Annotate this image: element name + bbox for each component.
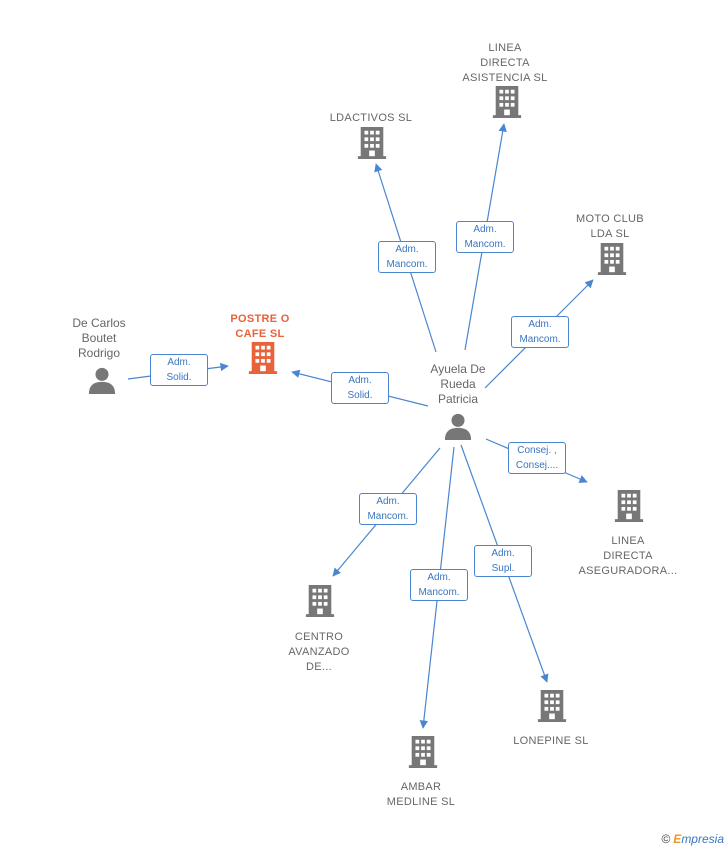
building-icon-linea-aseguradora[interactable] — [614, 490, 644, 522]
building-icon-motoclub[interactable] — [597, 243, 627, 275]
node-label-linea-asistencia[interactable]: LINEA DIRECTA ASISTENCIA SL — [462, 42, 548, 84]
building-icon-centro[interactable] — [305, 585, 335, 617]
building-icon-ldactivos[interactable] — [357, 127, 387, 159]
footer-brand: ©Empresia — [661, 832, 724, 846]
brand-name: mpresia — [681, 832, 724, 846]
person-icon-person-ayuela[interactable] — [444, 413, 472, 440]
node-label-person-ayuela[interactable]: Ayuela De Rueda Patricia — [430, 362, 486, 406]
edge-label-lonepine[interactable]: Adm. Supl. — [474, 545, 532, 577]
person-icon-person-decarlos[interactable] — [88, 367, 116, 394]
edge-label-linea-asistencia[interactable]: Adm. Mancom. — [456, 221, 514, 253]
building-icon-linea-asistencia[interactable] — [492, 86, 522, 118]
node-label-centro[interactable]: CENTRO AVANZADO DE... — [288, 631, 350, 673]
edge-label-postre[interactable]: Adm. Solid. — [331, 372, 389, 404]
edge-label-postre[interactable]: Adm. Solid. — [150, 354, 208, 386]
node-label-postre[interactable]: POSTRE O CAFE SL — [230, 313, 290, 340]
edge-label-motoclub[interactable]: Adm. Mancom. — [511, 316, 569, 348]
edge-label-ldactivos[interactable]: Adm. Mancom. — [378, 241, 436, 273]
node-label-person-decarlos[interactable]: De Carlos Boutet Rodrigo — [72, 316, 126, 360]
node-label-linea-aseguradora[interactable]: LINEA DIRECTA ASEGURADORA... — [578, 535, 678, 577]
node-label-ldactivos[interactable]: LDACTIVOS SL — [329, 112, 413, 124]
node-label-motoclub[interactable]: MOTO CLUB LDA SL — [576, 213, 644, 240]
building-icon-lonepine[interactable] — [537, 690, 567, 722]
edge-label-ambar[interactable]: Adm. Mancom. — [410, 569, 468, 601]
building-icon-ambar[interactable] — [408, 736, 438, 768]
brand-initial: E — [673, 832, 682, 846]
edge-label-centro[interactable]: Adm. Mancom. — [359, 493, 417, 525]
edge-label-linea-aseguradora[interactable]: Consej. , Consej.... — [508, 442, 566, 474]
building-icon-postre[interactable] — [248, 342, 278, 374]
copyright-symbol: © — [661, 832, 671, 846]
node-label-ambar[interactable]: AMBAR MEDLINE SL — [386, 781, 456, 808]
node-label-lonepine[interactable]: LONEPINE SL — [513, 735, 589, 747]
